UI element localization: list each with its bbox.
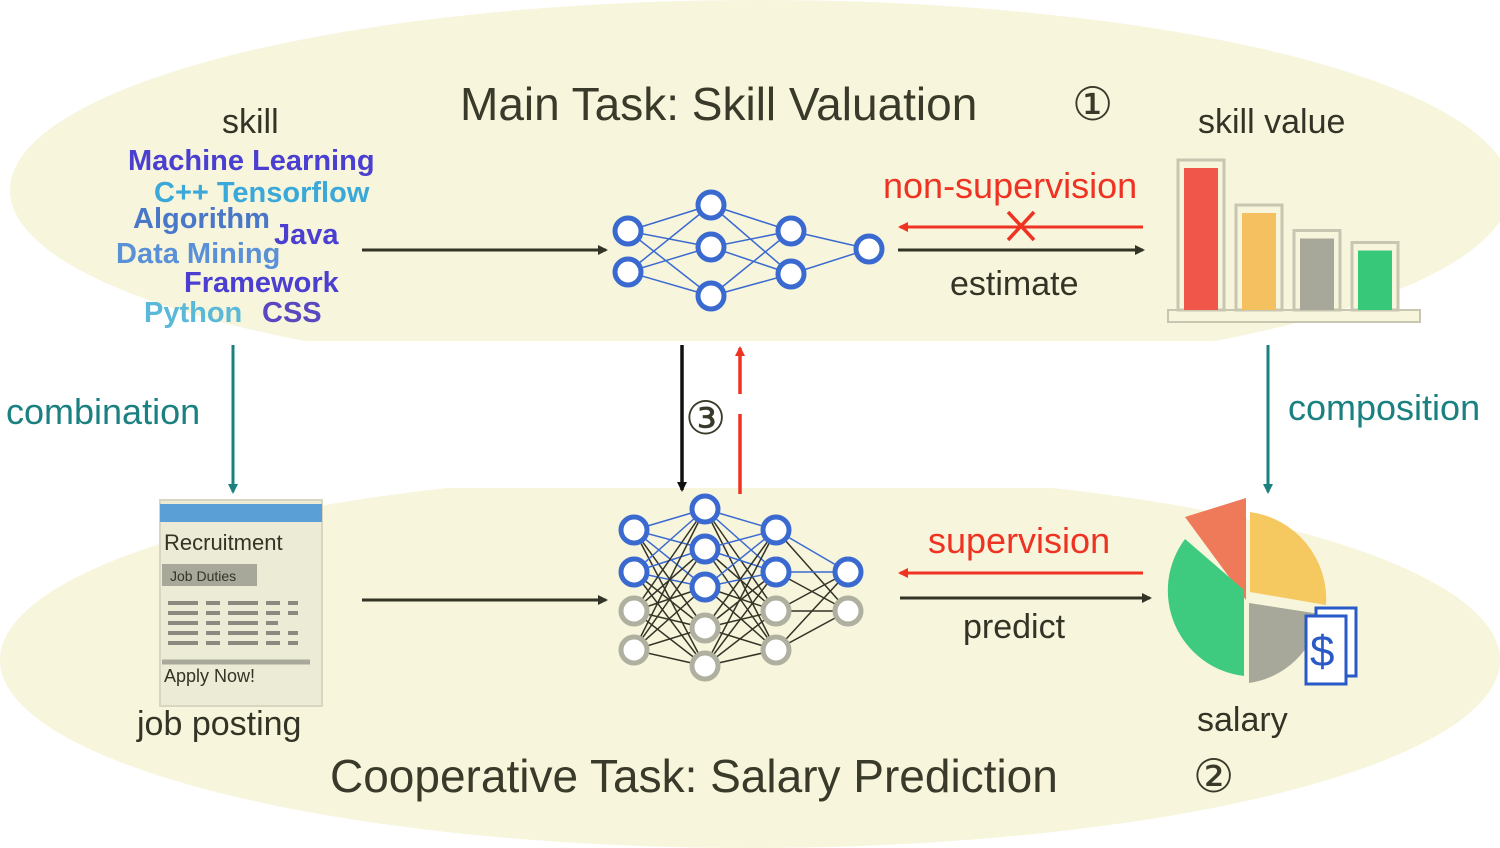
- coop-task-number: ②: [1193, 750, 1234, 802]
- network-node: [775, 215, 807, 247]
- network-edge: [775, 529, 849, 612]
- coop-task-title: Cooperative Task: Salary Prediction: [330, 750, 1058, 802]
- skill-word: C++ Tensorflow: [154, 177, 370, 209]
- composition-label: composition: [1288, 387, 1480, 428]
- estimate-label: estimate: [950, 265, 1079, 303]
- bar: [1242, 213, 1276, 310]
- network-node: [689, 533, 721, 565]
- network-node: [689, 650, 721, 682]
- job-duties-tag: Job Duties: [170, 568, 236, 584]
- network-node: [618, 595, 650, 627]
- network-edge: [775, 571, 849, 651]
- skill-word: Machine Learning: [128, 145, 375, 177]
- network-node: [760, 634, 792, 666]
- job-posting-label: job posting: [136, 705, 301, 743]
- main-task-number: ①: [1072, 78, 1113, 130]
- network-edge: [627, 230, 712, 297]
- network-node: [689, 493, 721, 525]
- network-edge: [633, 586, 706, 651]
- step3-number: ③: [685, 392, 726, 444]
- skill-word: Algorithm: [133, 203, 270, 235]
- salary-label: salary: [1197, 701, 1288, 739]
- network-edge: [627, 204, 712, 273]
- job-posting-document: Recruitment Job Duties Apply Now!: [159, 499, 323, 707]
- skill-value-chart-icon: [1167, 158, 1421, 323]
- network-node: [832, 595, 864, 627]
- network-edge: [633, 548, 706, 651]
- salary-pie-icon: [1167, 498, 1327, 683]
- network-node: [612, 215, 644, 247]
- network-edge: [710, 230, 792, 297]
- network-node: [612, 256, 644, 288]
- network-node: [760, 514, 792, 546]
- bar: [1300, 238, 1334, 310]
- network-edge: [704, 529, 777, 629]
- network-node: [775, 258, 807, 290]
- network-node: [695, 189, 727, 221]
- main-task-region: [10, 0, 1500, 341]
- network-node: [689, 571, 721, 603]
- combination-label: combination: [6, 391, 200, 432]
- network-edge: [633, 508, 706, 612]
- valuation-network: [612, 189, 885, 312]
- network-edge: [633, 508, 706, 573]
- network-node: [695, 231, 727, 263]
- apply-now-text: Apply Now!: [164, 666, 255, 686]
- main-task-title: Main Task: Skill Valuation: [460, 78, 977, 130]
- recruitment-heading: Recruitment: [164, 530, 283, 555]
- skill-word: CSS: [262, 297, 322, 329]
- network-edge: [704, 529, 777, 667]
- coop-task-region: [0, 488, 1500, 848]
- dollar-symbol: $: [1310, 627, 1334, 676]
- non-supervision-label: non-supervision: [883, 165, 1137, 206]
- supervision-label: supervision: [928, 520, 1110, 561]
- network-edge: [633, 529, 706, 667]
- chart-base: [1167, 309, 1421, 323]
- skill-label: skill: [222, 103, 279, 141]
- skill-word: Framework: [184, 267, 340, 299]
- cross-icon: [1006, 210, 1036, 242]
- skill-word: Data Mining: [116, 238, 280, 270]
- network-node: [618, 556, 650, 588]
- skill-value-label: skill value: [1198, 103, 1345, 141]
- bar: [1184, 168, 1218, 310]
- network-edge: [633, 508, 706, 651]
- network-node: [695, 280, 727, 312]
- network-node: [853, 233, 885, 265]
- network-node: [760, 595, 792, 627]
- dollar-bill-icon: $: [1304, 606, 1358, 686]
- network-node: [689, 612, 721, 644]
- network-node: [760, 556, 792, 588]
- predict-label: predict: [963, 608, 1066, 646]
- network-node: [618, 634, 650, 666]
- network-edge: [704, 571, 777, 667]
- skill-word: Python: [144, 297, 242, 329]
- prediction-network: [618, 493, 864, 682]
- network-node: [832, 556, 864, 588]
- network-node: [618, 514, 650, 546]
- bar: [1358, 250, 1392, 310]
- step3-badge: [685, 392, 737, 444]
- network-edge: [704, 508, 777, 573]
- skill-word: Java: [274, 219, 339, 251]
